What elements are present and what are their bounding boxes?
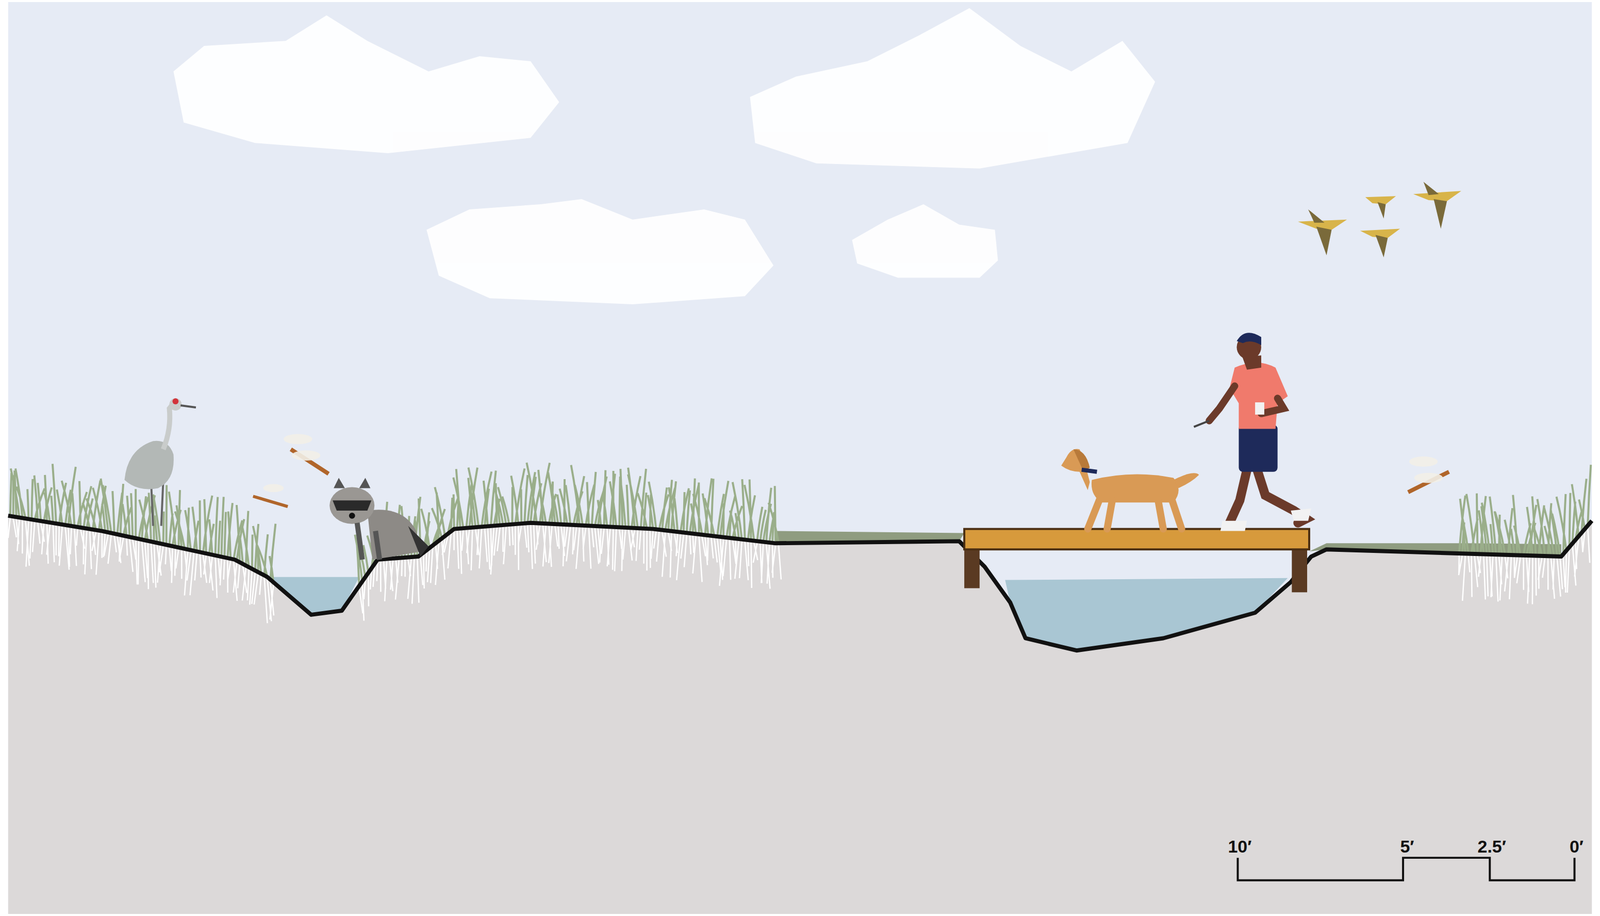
footbridge — [964, 529, 1310, 593]
ground — [8, 515, 1592, 914]
crane — [124, 398, 196, 526]
scale-label: 10′ — [1227, 837, 1252, 855]
sky — [8, 2, 1592, 914]
dog — [1061, 449, 1199, 530]
clouds — [173, 8, 1156, 305]
terrain-line — [8, 515, 1592, 651]
root-lines — [8, 517, 1590, 623]
raccoon — [329, 477, 429, 560]
scale-label: 0′ — [1569, 837, 1584, 855]
scale-bar — [1237, 857, 1575, 881]
root-hatching — [8, 517, 1590, 623]
birds — [1297, 181, 1462, 258]
scale-label: 2.5′ — [1477, 837, 1507, 855]
scale-label: 5′ — [1399, 837, 1414, 855]
person — [1193, 332, 1312, 531]
ditch-water — [269, 576, 359, 615]
